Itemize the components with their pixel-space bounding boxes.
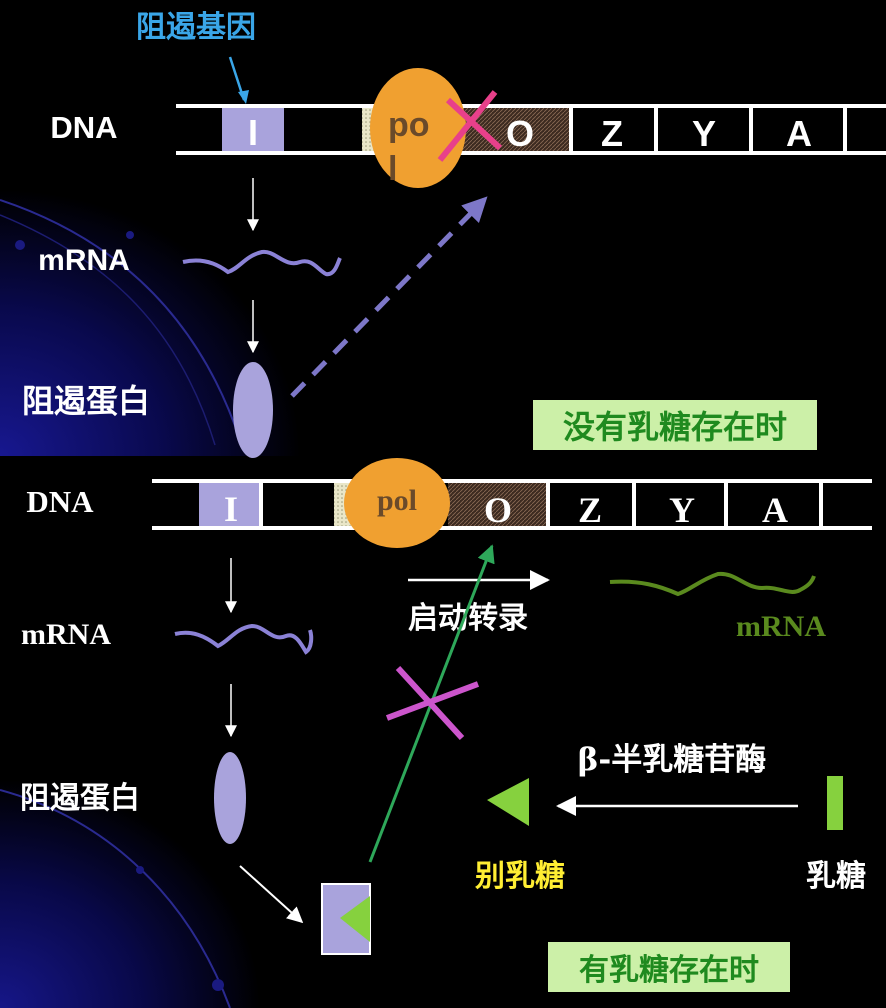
arrow-protein-to-complex <box>239 865 304 924</box>
gene-i-box-top <box>222 108 284 151</box>
gene-o-label-bottom: O <box>484 490 512 530</box>
inactive-repressor-complex <box>321 883 371 955</box>
gene-a-label-top: A <box>786 113 812 154</box>
gene-z-label-top: Z <box>601 113 623 154</box>
polymerase-label-top: po l <box>388 106 439 188</box>
gene-i-label-top: I <box>248 112 258 153</box>
condition-label-top: 没有乳糖存在时 <box>563 408 787 446</box>
rna-polymerase-bottom <box>344 458 450 548</box>
repressor-protein-label-top: 阻遏蛋白 <box>22 382 150 420</box>
gene-y-label-top: Y <box>692 113 716 154</box>
mrna-wave-bottom <box>174 623 314 655</box>
repressor-protein-bottom <box>214 752 246 844</box>
repressor-binding-arrow <box>290 196 488 398</box>
gene-a-label-bottom: A <box>762 490 788 530</box>
lactose-label: 乳糖 <box>806 859 866 894</box>
mrna-label-top: mRNA <box>38 244 130 277</box>
repressor-protein-top <box>233 362 273 458</box>
allolactose-triangle <box>487 778 529 826</box>
condition-box-bottom <box>548 942 790 992</box>
condition-box-top <box>533 400 817 450</box>
gene-i-label-bottom: I <box>224 489 238 529</box>
dna-label-bottom: DNA <box>26 484 94 519</box>
dna-label-top: DNA <box>50 110 117 145</box>
dna-strand-bottom <box>152 479 872 530</box>
background-decoration <box>0 190 300 1008</box>
mrna-label-bottom: mRNA <box>21 618 111 651</box>
polymerase-label-bottom: pol <box>377 484 417 517</box>
operator-box-bottom <box>448 483 548 526</box>
condition-label-bottom: 有乳糖存在时 <box>579 953 759 988</box>
repressor-gene-label: 阻遏基因 <box>136 10 256 45</box>
gene-o-label-top: O <box>506 113 534 154</box>
blocked-cross-top <box>437 90 503 162</box>
product-mrna-wave <box>609 571 816 597</box>
gene-i-box-bottom <box>199 483 261 526</box>
blocked-cross-bottom <box>385 665 480 741</box>
repressor-protein-label-bottom: 阻遏蛋白 <box>20 781 140 816</box>
lactose-bar <box>827 776 843 830</box>
allolactose-label: 别乳糖 <box>475 859 565 894</box>
gene-z-label-bottom: Z <box>578 490 602 530</box>
gene-y-label-bottom: Y <box>669 490 695 530</box>
enzyme-label: β-半乳糖苷酶 <box>578 742 766 778</box>
product-mrna-label: mRNA <box>736 610 826 643</box>
mrna-wave-top <box>182 249 342 277</box>
